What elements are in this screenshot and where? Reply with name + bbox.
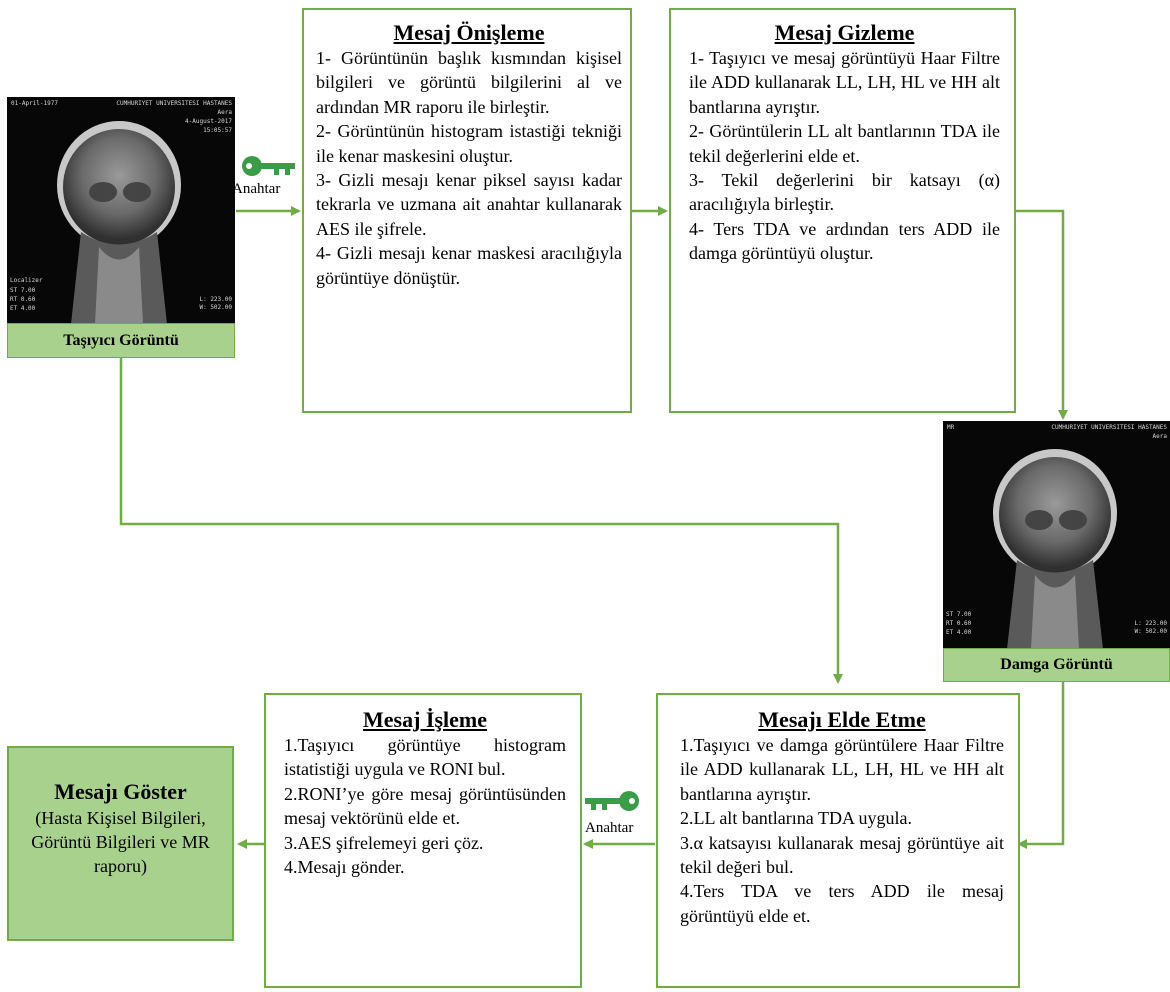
- extraction-step-3: 3.α katsayısı kullanarak mesaj görüntüye…: [680, 832, 1004, 878]
- processing-box: Mesaj İşleme 1.Taşıyıcı görüntüye histog…: [264, 693, 582, 988]
- stego-overlay-tr2: Aera: [1152, 433, 1167, 440]
- key-label-bottom: Anahtar: [585, 820, 634, 836]
- extraction-step-2: 2.LL alt bantlarına TDA uygula.: [680, 808, 912, 829]
- preprocess-title: Mesaj Önişleme: [393, 20, 545, 45]
- extraction-step-4: 4.Ters TDA ve ters ADD ile mesaj görüntü…: [680, 881, 1004, 926]
- processing-step-1: 1.Taşıyıcı görüntüye histogram istatisti…: [284, 735, 566, 780]
- output-body: (Hasta Kişisel Bilgileri, Görüntü Bilgil…: [31, 808, 210, 876]
- processing-step-2: 2.RONI’ye göre mesaj görüntüsünden mesaj…: [284, 783, 566, 829]
- stego-caption: Damga Görüntü: [943, 648, 1170, 682]
- stego-overlay-l2: RT 0.60: [946, 620, 972, 627]
- hiding-step-2: 2- Görüntülerin LL alt bantlarının TDA i…: [689, 121, 1000, 166]
- preprocess-step-4: 4- Gizli mesajı kenar maskesi aracılığıy…: [316, 243, 622, 288]
- preprocess-step-2: 2- Görüntünün histogram istastiği tekniğ…: [316, 121, 622, 166]
- key-label-top: Anahtar: [232, 181, 281, 197]
- processing-title: Mesaj İşleme: [362, 707, 487, 732]
- extraction-box: Mesajı Elde Etme 1.Taşıyıcı ve damga gör…: [656, 693, 1020, 988]
- hiding-step-3: 3- Tekil değerlerini bir katsayı (α) ara…: [689, 170, 1000, 215]
- carrier-mri-scan: [57, 121, 181, 324]
- carrier-overlay-tr3: 15:05:57: [203, 127, 232, 134]
- stego-overlay-l1: ST 7.00: [946, 611, 972, 618]
- processing-step-3: 3.AES şifrelemeyi geri çöz.: [284, 832, 484, 853]
- carrier-caption: Taşıyıcı Görüntü: [7, 323, 235, 358]
- arrow-hiding-to-stego: [1016, 209, 1068, 420]
- arrow-stego-to-extraction: [1017, 682, 1065, 849]
- carrier-overlay-l5: ET 4.00: [10, 305, 36, 312]
- carrier-overlay-l2: Localizer: [10, 277, 43, 284]
- hiding-box: Mesaj Gizleme 1- Taşıyıcı ve mesaj görün…: [669, 8, 1016, 413]
- carrier-overlay-tl: CUMHURIYET UNIVERSITESI HASTANES: [116, 100, 232, 107]
- stego-overlay-br: L: 223.00 W: 502.00: [1134, 620, 1167, 635]
- key-icon-bottom: [585, 791, 639, 811]
- extraction-step-1: 1.Taşıyıcı ve damga görüntülere Haar Fil…: [680, 735, 1004, 804]
- processing-step-4: 4.Mesajı gönder.: [284, 857, 405, 878]
- hiding-title: Mesaj Gizleme: [774, 20, 915, 45]
- stego-overlay-tl: MR: [947, 424, 955, 431]
- output-box: Mesajı Göster (Hasta Kişisel Bilgileri, …: [7, 746, 234, 941]
- stego-mri-scan: [993, 449, 1117, 649]
- carrier-overlay-l4: RT 0.60: [10, 296, 36, 303]
- hiding-step-4: 4- Ters TDA ve ardından ters ADD ile dam…: [689, 218, 1000, 264]
- carrier-mri-image: 01-April-1977 CUMHURIYET UNIVERSITESI HA…: [7, 97, 235, 324]
- preprocess-box: Mesaj Önişleme 1- Görüntünün başlık kısm…: [302, 8, 632, 413]
- carrier-overlay-tr2: 4-August-2017: [185, 118, 232, 125]
- carrier-overlay-l1: 01-April-1977: [11, 100, 58, 107]
- hiding-step-1: 1- Taşıyıcı ve mesaj görüntüyü Haar Filt…: [689, 48, 1000, 117]
- carrier-overlay-l3: ST 7.00: [10, 287, 36, 294]
- carrier-overlay-tr1: Aera: [217, 109, 232, 116]
- stego-overlay-l3: ET 4.00: [946, 629, 972, 636]
- key-icon-top: [242, 156, 295, 176]
- output-title: Mesajı Göster: [54, 779, 187, 804]
- stego-overlay-tr1: CUMHURIYET UNIVERSITESI HASTANES: [1051, 424, 1167, 431]
- arrow-carrier-to-extraction: [119, 358, 843, 684]
- extraction-title: Mesajı Elde Etme: [758, 707, 926, 732]
- preprocess-step-3: 3- Gizli mesajı kenar piksel sayısı kada…: [316, 170, 622, 239]
- carrier-overlay-br: L: 223.00 W: 502.00: [199, 296, 232, 311]
- preprocess-step-1: 1- Görüntünün başlık kısmından kişisel b…: [316, 48, 622, 117]
- stego-mri-image: MR CUMHURIYET UNIVERSITESI HASTANES Aera…: [943, 421, 1170, 649]
